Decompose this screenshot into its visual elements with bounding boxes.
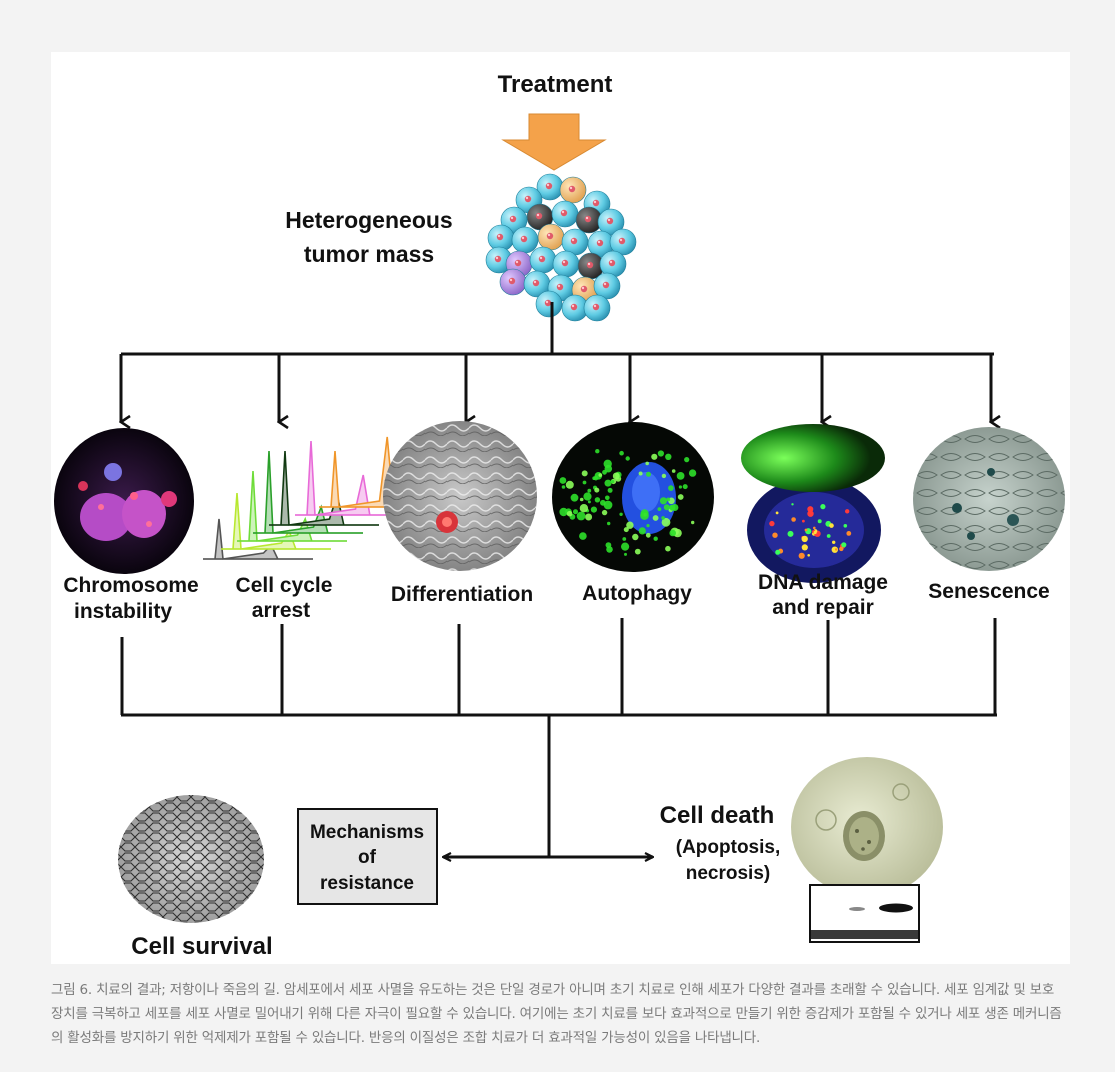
branch-connectors-top (121, 302, 994, 422)
differentiation-image (383, 421, 537, 571)
autophagy-image (552, 422, 714, 572)
dna-damage-image (741, 424, 885, 583)
cell-death-image (791, 757, 943, 897)
figure-caption: 그림 6. 치료의 결과; 저항이나 죽음의 길. 암세포에서 세포 사멸을 유… (51, 982, 1062, 1046)
outcome-label-dna-line2: and repair (772, 596, 874, 619)
figure-panel: Treatment Heterogeneous tumor mass (51, 52, 1070, 964)
cell-survival-label: Cell survival (131, 933, 272, 960)
treatment-label: Treatment (498, 71, 613, 98)
branch-connectors-bottom (120, 618, 997, 857)
cell-death-label: Cell death (660, 802, 775, 829)
outcome-label-autophagy: Autophagy (582, 582, 692, 605)
outcome-label-differentiation: Differentiation (391, 583, 533, 606)
western-blot-image (809, 884, 920, 943)
mechanisms-label-line3: resistance (320, 873, 414, 894)
pathway-diagram: Treatment Heterogeneous tumor mass (54, 71, 1065, 960)
outcome-label-senescence: Senescence (928, 580, 1049, 603)
mechanisms-label-line1: Mechanisms (310, 822, 424, 843)
senescence-image (913, 427, 1065, 571)
tumor-mass-label-line1: Heterogeneous (285, 207, 452, 233)
outcome-label-cellcycle-line2: arrest (252, 599, 310, 622)
outcome-label-chromosome-line1: Chromosome (63, 574, 198, 597)
tumor-mass-cells-icon (485, 173, 637, 322)
cell-death-sub-line2: necrosis) (686, 863, 770, 884)
mechanisms-label-line2: of (358, 847, 377, 868)
tumor-mass-label-line2: tumor mass (304, 241, 434, 267)
outcome-label-chromosome-line2: instability (74, 600, 172, 623)
mechanisms-box: Mechanisms of resistance (297, 808, 438, 905)
cell-survival-image (118, 795, 264, 923)
treatment-arrow-icon (501, 113, 607, 171)
cell-cycle-histogram-image (203, 436, 429, 560)
outcome-label-cellcycle-line1: Cell cycle (236, 574, 333, 597)
cell-death-sub-line1: (Apoptosis, (676, 837, 781, 858)
outcome-label-dna-line1: DNA damage (758, 571, 888, 594)
chromosome-instability-image (54, 428, 194, 574)
